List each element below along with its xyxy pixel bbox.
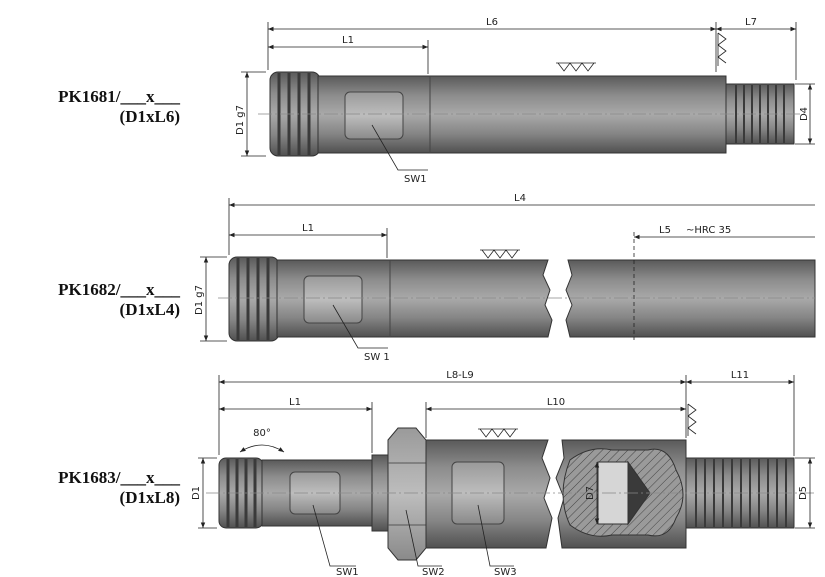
surface-finish-icon bbox=[556, 62, 596, 72]
part-pk1683-drawing: L8-L9 L11 L1 L10 80° D1 D5 D7 SW1 SW2 SW… bbox=[191, 370, 815, 577]
label-sw1: SW1 bbox=[336, 567, 359, 577]
dim-d1: D1 bbox=[191, 486, 202, 500]
surface-finish-icon bbox=[687, 403, 697, 436]
label-sw1: SW1 bbox=[404, 174, 427, 185]
hex-nut bbox=[387, 427, 427, 561]
dim-d4: D4 bbox=[799, 107, 810, 121]
part-size: (D1xL4) bbox=[119, 300, 180, 319]
dim-l1: L1 bbox=[302, 223, 314, 234]
thread-head bbox=[218, 457, 264, 529]
dim-l5: L5 bbox=[659, 225, 671, 236]
wrench-flat bbox=[303, 275, 363, 324]
dim-d1: D1 g7 bbox=[235, 105, 246, 135]
part-size: (D1xL6) bbox=[119, 107, 180, 126]
dim-d5: D5 bbox=[798, 486, 809, 500]
shaft bbox=[565, 259, 816, 338]
dim-l1: L1 bbox=[289, 397, 301, 408]
part-size: (D1xL8) bbox=[119, 488, 180, 507]
part-pk1682-drawing: L4 L1 L5 ~HRC 35 D1 g7 SW 1 bbox=[194, 193, 816, 363]
dim-d7: D7 bbox=[585, 486, 596, 500]
dim-l11: L11 bbox=[731, 370, 749, 381]
dim-l4: L4 bbox=[514, 193, 526, 204]
surface-finish-icon bbox=[480, 249, 520, 259]
dim-l8-l9: L8-L9 bbox=[446, 370, 473, 381]
dim-l7: L7 bbox=[745, 17, 757, 28]
part-label-pk1683: PK1683/___x___ (D1xL8) bbox=[0, 468, 180, 508]
label-sw1: SW 1 bbox=[364, 352, 390, 363]
label-sw3: SW3 bbox=[494, 567, 517, 577]
surface-finish-icon bbox=[717, 32, 727, 66]
label-sw2: SW2 bbox=[422, 567, 445, 577]
part-code: PK1682/___x___ bbox=[58, 280, 180, 299]
part-label-pk1681: PK1681/___x___ (D1xL6) bbox=[0, 87, 180, 127]
dim-angle: 80° bbox=[253, 428, 271, 439]
dim-l6: L6 bbox=[486, 17, 498, 28]
thread-head bbox=[228, 256, 280, 342]
part-code: PK1681/___x___ bbox=[58, 87, 180, 106]
hardness-label: ~HRC 35 bbox=[686, 225, 731, 236]
part-pk1681-drawing: L6 L7 L1 D1 g7 D4 SW1 bbox=[235, 17, 815, 185]
surface-finish-icon bbox=[478, 428, 518, 438]
dim-l10: L10 bbox=[547, 397, 565, 408]
dim-d1: D1 g7 bbox=[194, 285, 205, 315]
dim-l1: L1 bbox=[342, 35, 354, 46]
wrench-flat bbox=[344, 91, 404, 140]
part-code: PK1683/___x___ bbox=[58, 468, 180, 487]
part-label-pk1682: PK1682/___x___ (D1xL4) bbox=[0, 280, 180, 320]
